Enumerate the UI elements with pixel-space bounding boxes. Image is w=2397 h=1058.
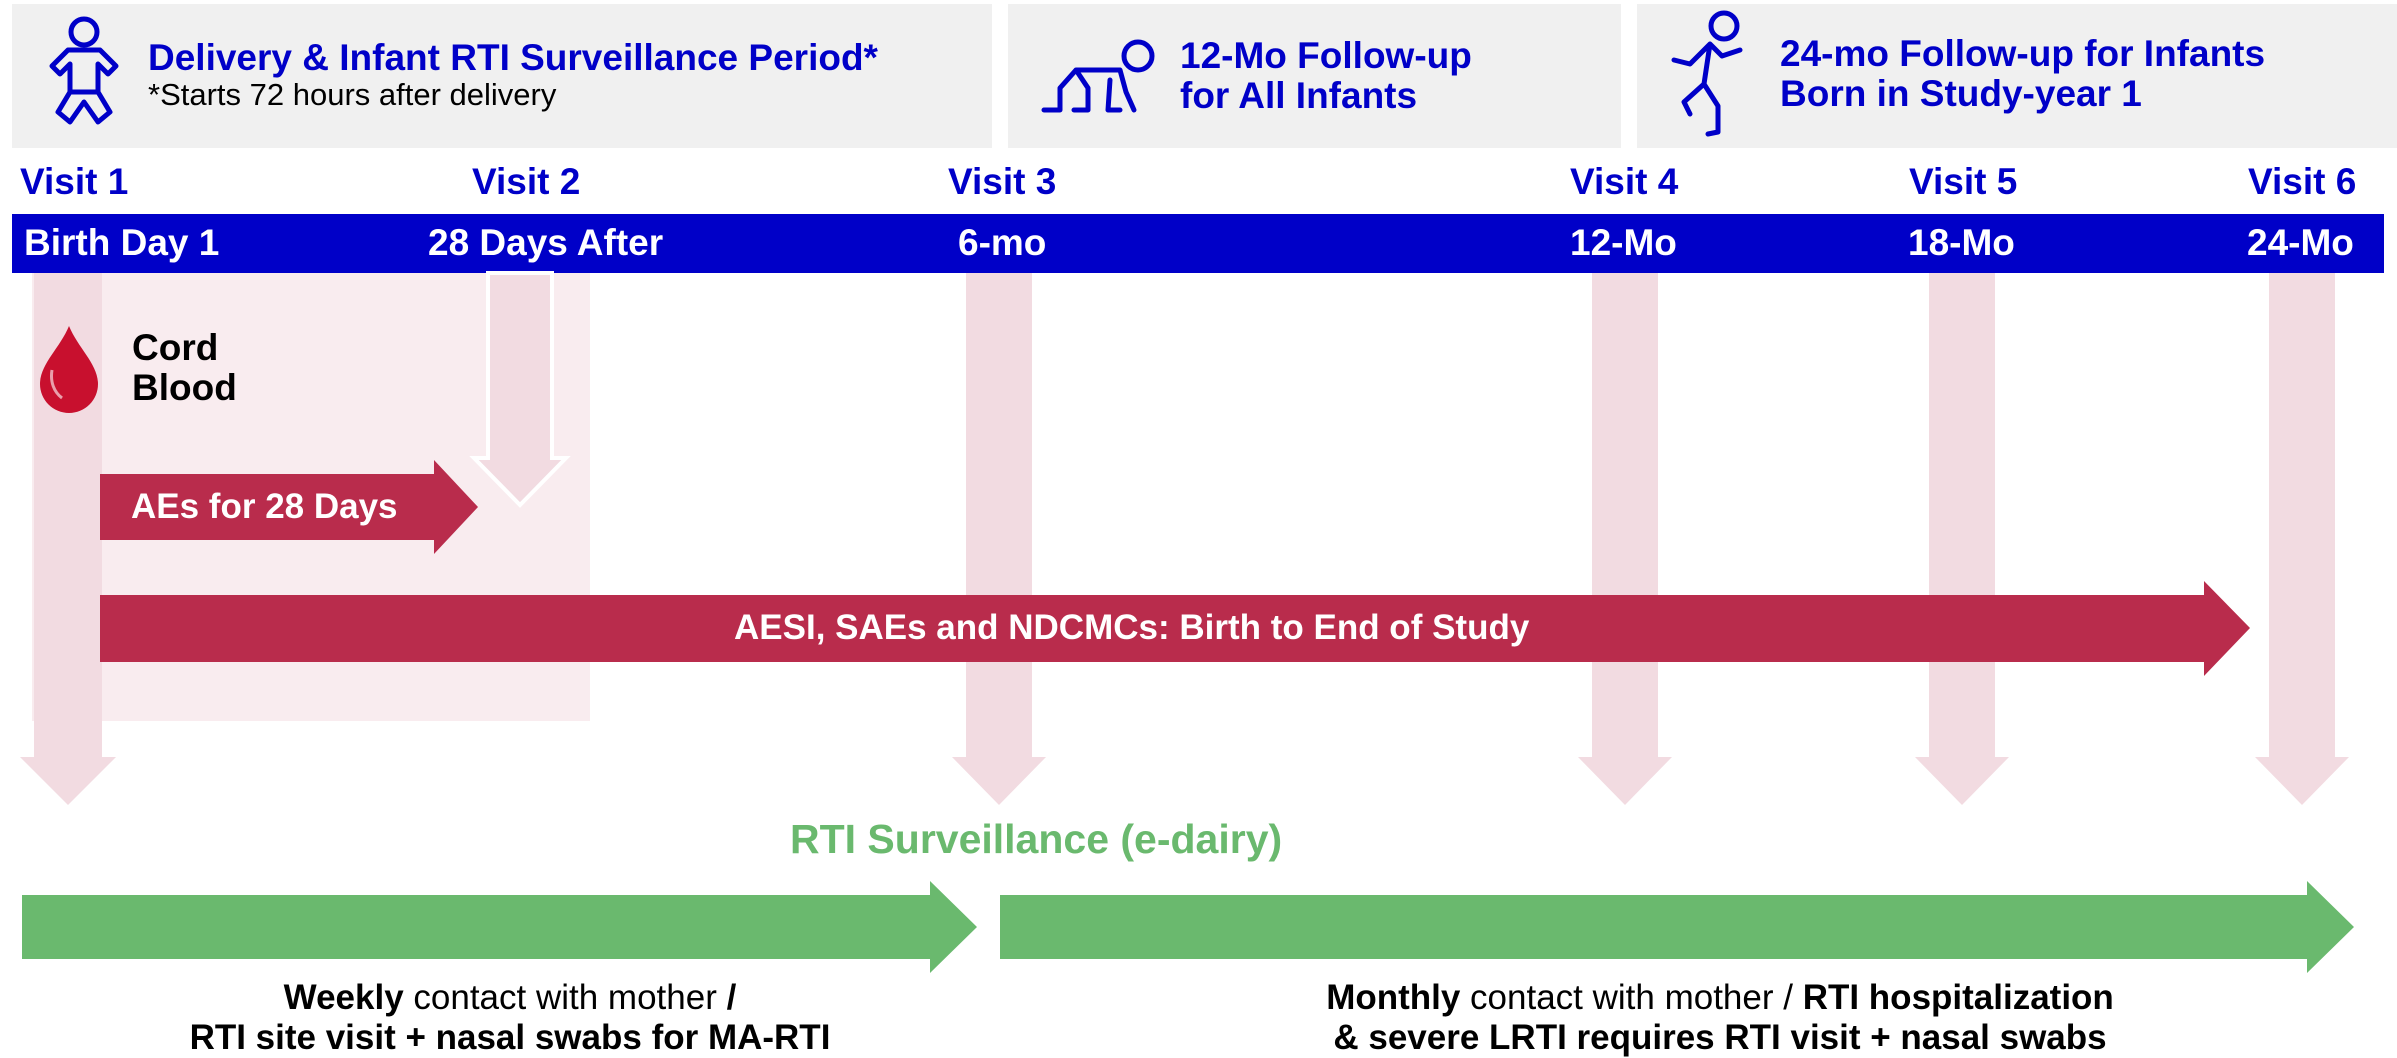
surveillance-title: RTI Surveillance (e-dairy) — [790, 816, 1283, 862]
visit-6-down-arrow — [2255, 273, 2349, 805]
phase-title-12mo: 12-Mo Follow-up for All Infants — [1180, 36, 1472, 116]
weekly-surveillance-arrow — [22, 881, 977, 973]
timepoint-18mo: 18-Mo — [1908, 222, 2015, 263]
phase-title-12mo-line2: for All Infants — [1180, 75, 1418, 116]
visit-2-down-arrow — [469, 271, 571, 508]
visit-label-1: Visit 1 — [20, 161, 129, 202]
timepoint-28-days: 28 Days After — [428, 222, 664, 263]
weekly-note-line1: Weekly contact with mother / — [60, 978, 960, 1018]
visit-label-5: Visit 5 — [1909, 161, 2018, 202]
weekly-line1-text: contact with mother — [403, 978, 727, 1017]
visit-3-down-arrow — [952, 273, 1046, 805]
monthly-surveillance-arrow — [1000, 881, 2354, 973]
monthly-note-line1: Monthly contact with mother / RTI hospit… — [1160, 978, 2280, 1018]
aesi-label: AESI, SAEs and NDCMCs: Birth to End of S… — [734, 608, 1530, 647]
timepoint-6mo: 6-mo — [958, 222, 1047, 263]
monthly-word: Monthly — [1326, 978, 1461, 1017]
visit-label-3: Visit 3 — [948, 161, 1057, 202]
cord-blood-label: Cord Blood — [132, 328, 237, 408]
phase-panel-delivery — [12, 4, 992, 148]
phase-panel-24mo — [1637, 4, 2397, 148]
phase-title-12mo-line1: 12-Mo Follow-up — [1180, 35, 1472, 76]
weekly-word: Weekly — [283, 978, 404, 1017]
visit-label-4: Visit 4 — [1570, 161, 1679, 202]
visit-label-6: Visit 6 — [2248, 161, 2357, 202]
aesi-arrow — [100, 581, 2250, 676]
monthly-line2-text: & severe LRTI requires RTI visit + nasal… — [1333, 1018, 2107, 1057]
weekly-note: Weekly contact with mother / RTI site vi… — [60, 978, 960, 1058]
timepoint-12mo: 12-Mo — [1570, 222, 1677, 263]
phase-title-24mo-line2: Born in Study-year 1 — [1780, 73, 2142, 114]
cord-blood-line1: Cord — [132, 327, 219, 368]
phase-title-24mo-line1: 24-mo Follow-up for Infants — [1780, 33, 2266, 74]
visit-1-down-arrow — [20, 273, 116, 805]
ae-28-days-arrow — [100, 460, 478, 554]
monthly-note-line2: & severe LRTI requires RTI visit + nasal… — [1160, 1018, 2280, 1058]
cord-blood-line2: Blood — [132, 367, 237, 408]
timepoint-24mo: 24-Mo — [2247, 222, 2354, 263]
visit-4-down-arrow — [1578, 273, 1672, 805]
crawling-infant-icon — [1041, 39, 1155, 113]
weekly-line2-text: RTI site visit + nasal swabs for MA-RTI — [189, 1018, 831, 1057]
phase-title-delivery: Delivery & Infant RTI Surveillance Perio… — [148, 37, 878, 78]
ae-28-days-label: AEs for 28 Days — [131, 487, 398, 526]
visit-5-down-arrow — [1915, 273, 2009, 805]
monthly-line1-end: RTI hospitalization — [1802, 978, 2114, 1017]
phase-panel-12mo — [1008, 4, 1621, 148]
timeline-bar — [12, 214, 2384, 273]
weekly-line1-slash: / — [726, 978, 737, 1017]
visit-label-2: Visit 2 — [472, 161, 581, 202]
walking-child-icon — [1671, 10, 1743, 137]
monthly-note: Monthly contact with mother / RTI hospit… — [1160, 978, 2280, 1058]
phase-subtitle-delivery: *Starts 72 hours after delivery — [148, 77, 557, 112]
monthly-line1-text: contact with mother / — [1460, 978, 1803, 1017]
weekly-note-line2: RTI site visit + nasal swabs for MA-RTI — [60, 1018, 960, 1058]
timepoint-birth: Birth Day 1 — [24, 222, 220, 263]
phase-title-24mo: 24-mo Follow-up for Infants Born in Stud… — [1780, 34, 2265, 114]
baby-icon — [49, 16, 119, 125]
